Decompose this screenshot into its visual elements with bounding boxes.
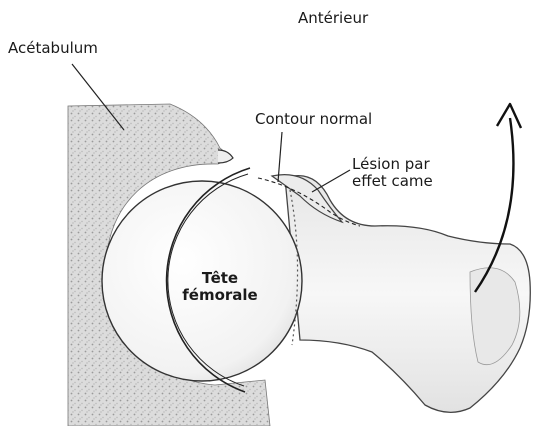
femoral-head-label: Tête fémorale xyxy=(170,270,270,305)
acetabulum-label: Acétabulum xyxy=(8,40,98,57)
anterior-label: Antérieur xyxy=(298,10,368,27)
femoral-head-label-line1: Tête xyxy=(170,270,270,287)
arrow-head-icon xyxy=(497,104,521,128)
femoral-head-label-line2: fémorale xyxy=(170,287,270,304)
acetabular-rim xyxy=(218,150,233,163)
lesion-leader xyxy=(312,170,350,192)
cam-lesion-label: Lésion par effet came xyxy=(352,156,433,191)
normal-contour-label: Contour normal xyxy=(255,111,372,128)
cam-lesion-label-line2: effet came xyxy=(352,173,433,190)
cam-lesion-label-line1: Lésion par xyxy=(352,156,433,173)
